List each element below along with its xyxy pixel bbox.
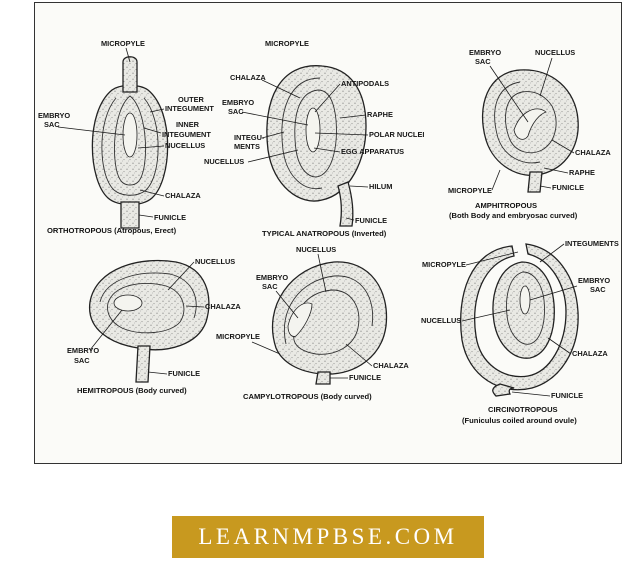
anatropous-label-chalaza: CHALAZA [230,73,266,82]
hemitropous-labels: NUCELLUS CHALAZA EMBRYO SAC FUNICLE HEMI… [67,257,241,395]
anatropous-caption: TYPICAL ANATROPOUS (Inverted) [262,229,387,238]
anatropous-funicle [337,181,354,227]
circinotropous-caption-note: (Funiculus coiled around ovule) [462,416,577,425]
circinotropous-label-sac: SAC [590,285,606,294]
campylotropous-labels: NUCELLUS EMBRYO SAC MICROPYLE CHALAZA FU… [216,245,409,401]
circinotropous-funicle-stalk [492,383,515,397]
campylotropous-caption: CAMPYLOTROPOUS (Body curved) [243,392,372,401]
ovule-circinotropous [460,243,579,397]
amphitropous-label-micropyle: MICROPYLE [448,186,492,195]
hemitropous-label-chalaza: CHALAZA [205,302,241,311]
orthotropous-label-integument-inner: INTEGUMENT [162,130,211,139]
anatropous-label-egg-apparatus: EGG APPARATUS [341,147,404,156]
circinotropous-label-micropyle: MICROPYLE [422,260,466,269]
campylotropous-label-sac: SAC [262,282,278,291]
anatropous-label-hilum: HILUM [369,182,392,191]
orthotropous-micropyle-tip [122,56,138,93]
circinotropous-nucellus [506,271,545,345]
campylotropous-label-nucellus: NUCELLUS [296,245,336,254]
hemitropous-nucellus [107,283,185,334]
hemitropous-label-nucellus: NUCELLUS [195,257,235,266]
anatropous-label-raphe: RAPHE [367,110,393,119]
amphitropous-nucellus [505,91,557,154]
hemitropous-label-sac: SAC [74,356,90,365]
amphitropous-label-nucellus: NUCELLUS [535,48,575,57]
campylotropous-body [271,261,388,375]
anatropous-label-integu: INTEGU- [234,133,265,142]
amphitropous-label-funicle: FUNICLE [552,183,584,192]
anatropous-label-antipodals: ANTIPODALS [341,79,389,88]
anatropous-nucellus [294,89,337,178]
anatropous-label-embryo: EMBRYO [222,98,254,107]
circinotropous-label-nucellus: NUCELLUS [421,316,461,325]
ovule-hemitropous [89,259,210,383]
anatropous-inner-integument [281,77,323,190]
circinotropous-caption: CIRCINOTROPOUS [488,405,558,414]
ovule-amphitropous [482,69,579,193]
amphitropous-caption-note: (Both Body and embryosac curved) [449,211,578,220]
hemitropous-caption: HEMITROPOUS (Body curved) [77,386,187,395]
anatropous-labels: MICROPYLE CHALAZA ANTIPODALS EMBRYO SAC … [204,39,424,238]
circinotropous-label-chalaza: CHALAZA [572,349,608,358]
orthotropous-label-sac: SAC [44,120,60,129]
anatropous-label-nucellus: NUCELLUS [204,157,244,166]
anatropous-label-funicle: FUNICLE [355,216,387,225]
hemitropous-funicle [135,345,151,383]
circinotropous-label-embryo: EMBRYO [578,276,610,285]
orthotropous-labels: MICROPYLE OUTER INTEGUMENT EMBRYO SAC IN… [38,39,214,235]
orthotropous-embryo-sac [122,112,138,158]
amphitropous-label-embryo: EMBRYO [469,48,501,57]
orthotropous-label-integument: INTEGUMENT [165,104,214,113]
anatropous-label-sac: SAC [228,107,244,116]
brand-banner: LEARNMPBSE.COM [172,516,484,558]
amphitropous-label-raphe: RAPHE [569,168,595,177]
orthotropous-label-micropyle: MICROPYLE [101,39,145,48]
campylotropous-inner-integument [284,275,374,345]
orthotropous-inner-integument [101,97,159,196]
hemitropous-body [89,259,210,351]
campylotropous-label-funicle: FUNICLE [349,373,381,382]
anatropous-label-micropyle: MICROPYLE [265,39,309,48]
orthotropous-nucellus [113,95,147,186]
anatropous-label-ments: MENTS [234,142,260,151]
amphitropous-caption: AMPHITROPOUS [475,201,537,210]
orthotropous-label-nucellus: NUCELLUS [165,141,205,150]
ovule-orthotropous [91,56,169,229]
amphitropous-label-sac: SAC [475,57,491,66]
orthotropous-label-chalaza: CHALAZA [165,191,201,200]
campylotropous-label-chalaza: CHALAZA [373,361,409,370]
amphitropous-label-chalaza: CHALAZA [575,148,611,157]
amphitropous-labels: EMBRYO SAC NUCELLUS CHALAZA RAPHE MICROP… [448,48,611,220]
campylotropous-embryo-sac [287,302,313,337]
campylotropous-label-micropyle: MICROPYLE [216,332,260,341]
orthotropous-label-outer: OUTER [178,95,205,104]
anatropous-embryo-sac [305,107,321,153]
hemitropous-label-funicle: FUNICLE [168,369,200,378]
amphitropous-inner-integument [494,81,541,164]
orthotropous-label-embryo: EMBRYO [38,111,70,120]
campylotropous-nucellus [292,289,360,355]
orthotropous-label-inner: INNER [176,120,200,129]
hemitropous-embryo-sac [113,294,143,312]
ovule-campylotropous [271,261,388,385]
circinotropous-funicle-coil [460,243,579,391]
orthotropous-caption: ORTHOTROPOUS (Atropous, Erect) [47,226,177,235]
circinotropous-embryo-sac [519,285,531,315]
hemitropous-label-embryo: EMBRYO [67,346,99,355]
campylotropous-funicle [315,371,331,385]
orthotropous-funicle [120,201,140,229]
circinotropous-labels: INTEGUMENTS MICROPYLE EMBRYO SAC NUCELLU… [421,239,619,425]
amphitropous-embryo-sac [513,108,547,140]
amphitropous-funicle [527,171,543,193]
anatropous-label-polar-nuclei: POLAR NUCLEI [369,130,424,139]
campylotropous-label-embryo: EMBRYO [256,273,288,282]
circinotropous-label-funicle: FUNICLE [551,391,583,400]
hemitropous-inner-integument [99,272,197,319]
circinotropous-label-integuments: INTEGUMENTS [565,239,619,248]
orthotropous-label-funicle: FUNICLE [154,213,186,222]
